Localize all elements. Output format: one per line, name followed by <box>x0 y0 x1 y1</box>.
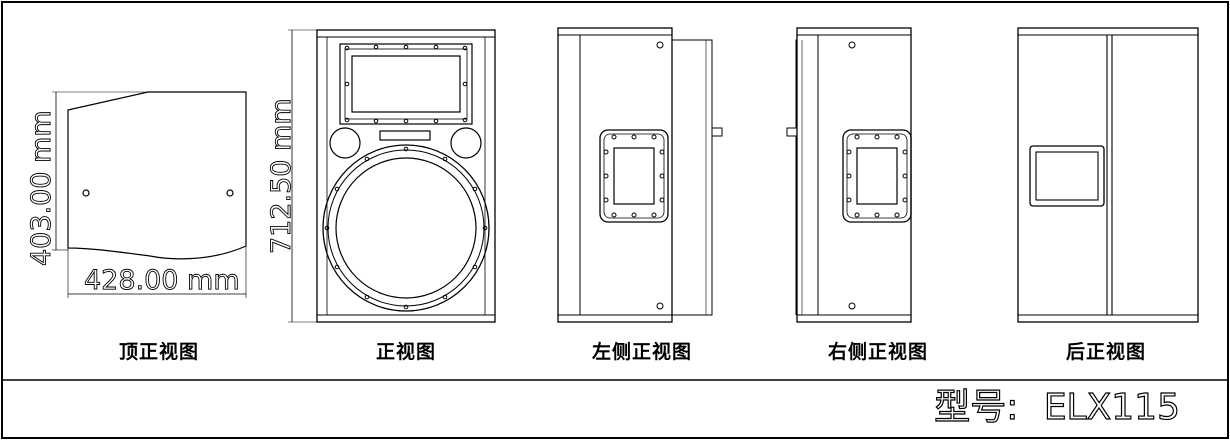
right-side-screw <box>848 41 856 49</box>
model-label: 型号: ELX115 <box>934 386 1181 430</box>
right-side-handle <box>842 129 912 223</box>
right-side-cabinet <box>796 27 912 323</box>
top-height-dim-text: 403.00 mm <box>26 110 57 266</box>
front-view <box>288 29 496 323</box>
left-side-view <box>557 27 723 323</box>
right-side-screw <box>848 302 856 310</box>
top-view <box>52 91 247 298</box>
left-side-screw <box>656 41 664 49</box>
left-side-screw <box>656 302 664 310</box>
caption-back-view: 后正视图 <box>1065 341 1146 363</box>
back-cabinet <box>1017 27 1199 323</box>
model-label-prefix: 型号: <box>934 386 1019 428</box>
front-horn-flange <box>339 43 473 125</box>
front-woofer-cone <box>335 157 477 299</box>
caption-right-side-view: 右侧正视图 <box>827 341 928 363</box>
caption-front-view: 正视图 <box>375 341 436 363</box>
front-horn-throat <box>351 55 461 113</box>
front-logo-badge <box>379 130 431 141</box>
front-height-dim-text: 712.50 mm <box>266 98 297 254</box>
top-view-screw <box>226 189 234 197</box>
back-amp-panel <box>1029 145 1105 207</box>
front-port-right <box>450 127 482 159</box>
caption-top-view: 顶正视图 <box>118 341 199 363</box>
right-side-view <box>786 27 912 323</box>
front-port-left <box>329 127 361 159</box>
left-side-cabinet <box>557 27 673 323</box>
top-view-screw <box>82 189 90 197</box>
model-number: ELX115 <box>1043 386 1180 428</box>
top-view-outline <box>67 91 247 260</box>
left-side-handle <box>599 129 669 223</box>
top-width-dim-text: 428.00 mm <box>84 265 240 296</box>
front-cabinet <box>316 29 496 323</box>
front-woofer-frame <box>322 144 490 312</box>
caption-left-side-view: 左侧正视图 <box>591 341 692 363</box>
back-view <box>1017 27 1199 323</box>
